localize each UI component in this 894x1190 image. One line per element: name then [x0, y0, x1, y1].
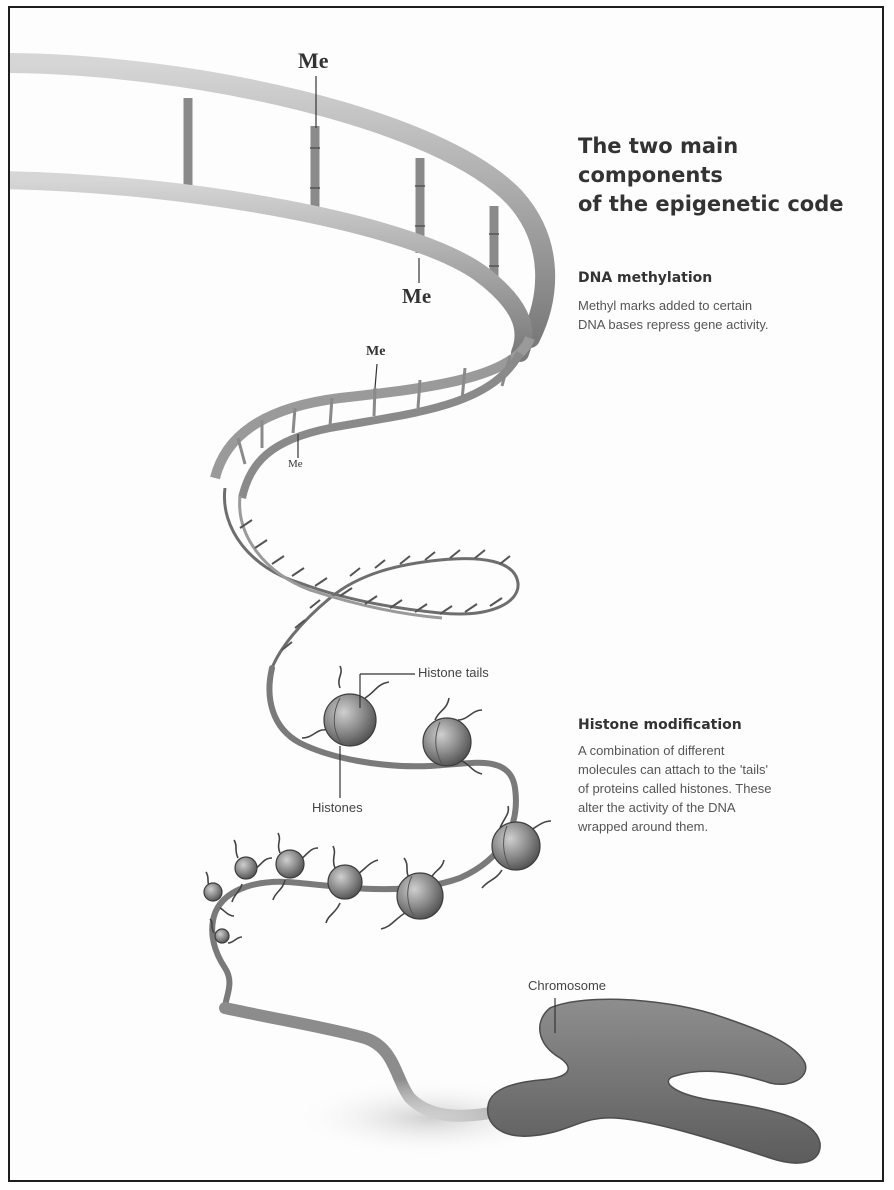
histone-modification-line-3: of proteins called histones. These: [578, 779, 771, 798]
histone-modification-line-4: alter the activity of the DNA: [578, 798, 771, 817]
dna-methylation-line-2: DNA bases repress gene activity.: [578, 315, 769, 334]
dna-methylation-heading: DNA methylation: [578, 270, 712, 286]
histone-modification-heading: Histone modification: [578, 717, 742, 733]
dna-methylation-line-1: Methyl marks added to certain: [578, 296, 769, 315]
dna-twisted-coil: [224, 488, 518, 668]
dna-double-helix: [10, 63, 545, 498]
title-line-1: The two main components: [578, 132, 884, 190]
histones-label: Histones: [312, 800, 363, 815]
histones: [204, 694, 540, 943]
histone-modification-description: A combination of different molecules can…: [578, 741, 771, 836]
histone-tails-label: Histone tails: [418, 665, 489, 680]
dna-methylation-description: Methyl marks added to certain DNA bases …: [578, 296, 769, 334]
figure-frame: The two main components of the epigeneti…: [8, 6, 884, 1182]
histone-modification-line-2: molecules can attach to the 'tails': [578, 760, 771, 779]
methyl-label-3: Me: [366, 344, 385, 360]
methyl-label-2: Me: [402, 284, 431, 309]
histone-modification-line-1: A combination of different: [578, 741, 771, 760]
histone-tails: [206, 666, 551, 943]
chromosome-label: Chromosome: [528, 978, 606, 993]
title-line-2: of the epigenetic code: [578, 190, 884, 219]
figure-title: The two main components of the epigeneti…: [578, 132, 884, 219]
methyl-label-1: Me: [298, 48, 329, 74]
histone-modification-line-5: wrapped around them.: [578, 817, 771, 836]
methyl-label-4: Me: [288, 458, 303, 470]
